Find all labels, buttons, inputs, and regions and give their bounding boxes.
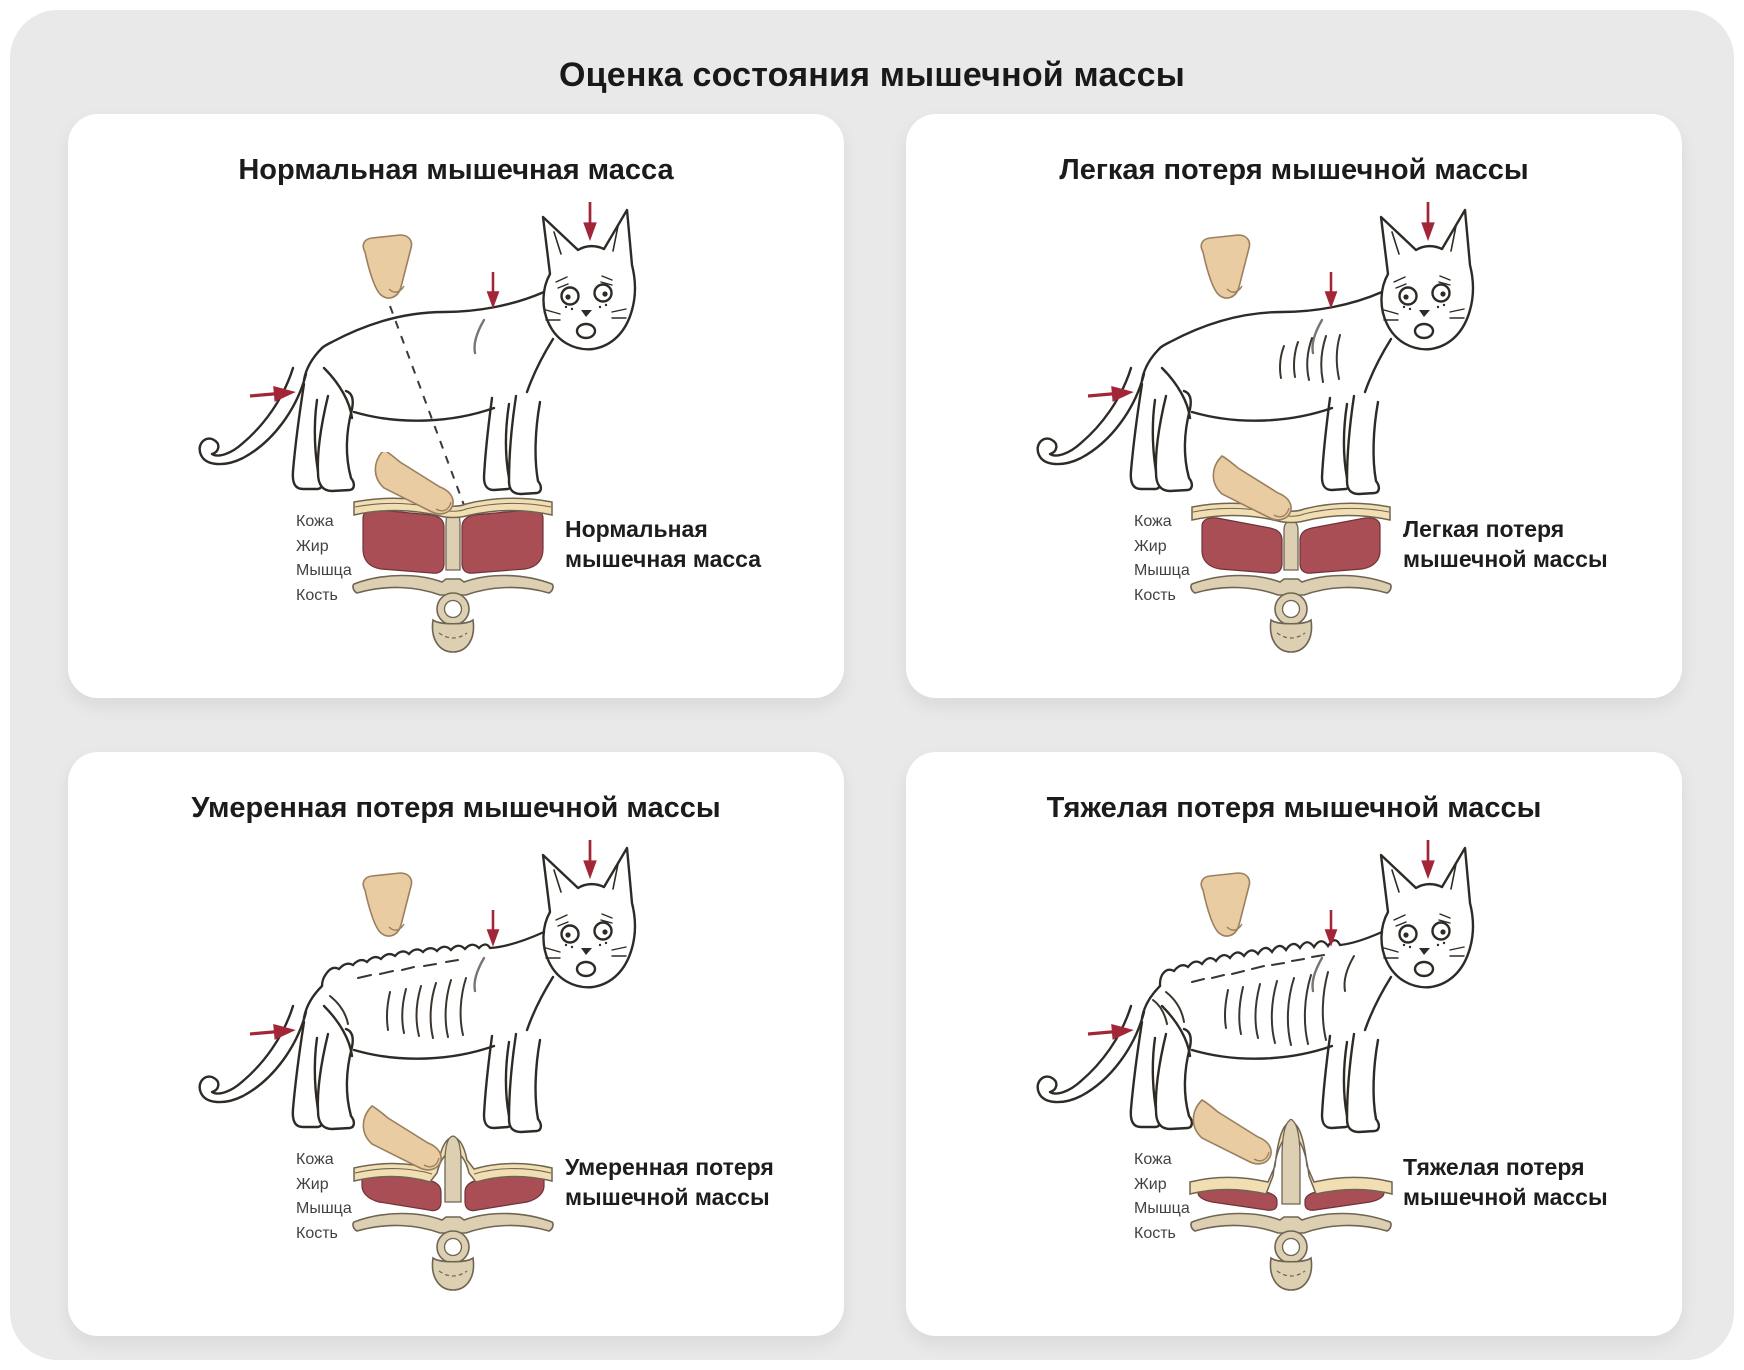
cross-section-caption: Тяжелая потеря мышечной массы [1403,1154,1608,1211]
panel-severe-loss: Тяжелая потеря мышечной массы Кожа Жир М… [906,752,1682,1336]
layer-label-fat: Жир [1134,1175,1167,1193]
cross-section-caption: Умеренная потеря мышечной массы [565,1154,774,1211]
tissue-layer-labels: Кожа Жир Мышца Кость [296,510,370,608]
layer-label-skin: Кожа [296,513,334,530]
panel-moderate-loss: Умеренная потеря мышечной массы Кожа Жир… [68,752,844,1336]
tissue-layer-labels: Кожа Жир Мышца Кость [1134,1148,1208,1246]
layer-label-muscle: Мышца [1134,562,1190,579]
shoulder-arrow-icon [1323,270,1339,311]
head-arrow-icon [581,838,599,881]
panel-mild-loss: Легкая потеря мышечной массы Кожа Жир Мы… [906,114,1682,698]
panel-normal: Нормальная мышечная масса Кожа Жир Мышца… [68,114,844,698]
shoulder-arrow-icon [485,908,501,949]
layer-label-fat: Жир [1134,537,1167,555]
infographic-container: Оценка состояния мышечной массы Нормальн… [10,10,1734,1360]
spine-cross-section-mild [1186,452,1396,657]
cross-section-caption: Легкая потеря мышечной массы [1403,516,1608,573]
head-arrow-icon [1419,200,1437,243]
pressing-thumb-icon [1200,234,1251,299]
page-title: Оценка состояния мышечной массы [558,56,1186,94]
tissue-layer-labels: Кожа Жир Мышца Кость [1134,510,1208,608]
tissue-layer-labels: Кожа Жир Мышца Кость [296,1148,370,1246]
spine-cross-section-moderate [348,1090,558,1295]
panel-title: Тяжелая потеря мышечной массы [1046,792,1542,824]
layer-label-bone: Кость [1134,1224,1176,1242]
layer-label-fat: Жир [296,537,329,555]
panel-title: Легкая потеря мышечной массы [1059,154,1529,186]
shoulder-arrow-icon [485,270,501,311]
layer-label-skin: Кожа [296,1151,334,1168]
layer-label-skin: Кожа [1134,513,1172,530]
layer-label-muscle: Мышца [296,562,352,579]
spine-cross-section-normal [348,452,558,657]
layer-label-bone: Кость [1134,586,1176,604]
panel-title: Нормальная мышечная масса [238,154,674,186]
head-arrow-icon [1419,838,1437,881]
head-arrow-icon [581,200,599,243]
cross-section-caption: Нормальная мышечная масса [565,516,762,573]
layer-label-skin: Кожа [1134,1151,1172,1168]
layer-label-bone: Кость [296,586,338,604]
panel-title: Умеренная потеря мышечной массы [191,792,721,824]
layer-label-bone: Кость [296,1224,338,1242]
pressing-thumb-icon [1200,872,1251,937]
layer-label-muscle: Мышца [1134,1200,1190,1217]
layer-label-fat: Жир [296,1175,329,1193]
pressing-thumb-icon [362,872,413,937]
pressing-thumb-icon [362,234,413,299]
spine-cross-section-severe [1186,1090,1396,1295]
layer-label-muscle: Мышца [296,1200,352,1217]
